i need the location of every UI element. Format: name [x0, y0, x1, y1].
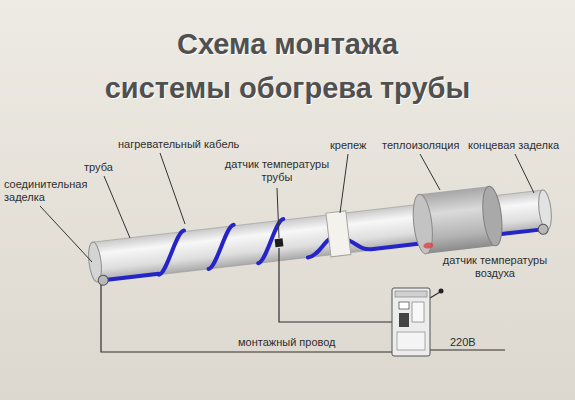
leader-line: [104, 176, 130, 238]
insulation-right-face: [480, 185, 505, 247]
heating-cable-winding: [254, 219, 289, 263]
fastener-band: [326, 211, 351, 257]
wire-label: монтажный провод: [238, 336, 336, 349]
mounting-wire: [101, 285, 392, 352]
leader-line: [40, 206, 92, 262]
thermostat-display: [399, 302, 409, 309]
title: Схема монтажа системы обогрева трубы: [0, 22, 575, 110]
pipe-sensor: [275, 238, 284, 247]
air-sensor-wire: [430, 292, 440, 298]
sensor-wire: [279, 248, 392, 322]
thermostat-switch: [399, 313, 409, 327]
thermostat-panel: [412, 302, 424, 322]
part-label: труба: [84, 161, 113, 174]
part-label: крепеж: [330, 139, 366, 152]
end-seal: [538, 224, 549, 235]
heating-cable-run: [103, 274, 159, 280]
leader-line: [277, 188, 279, 238]
pipe-group: [86, 179, 555, 292]
part-label: нагревательный кабель: [118, 138, 239, 151]
leader-line: [515, 154, 534, 193]
heating-cable-winding: [204, 225, 239, 269]
part-label: концевая заделка: [468, 139, 559, 152]
power-wire: [430, 349, 505, 350]
leader-lines: [40, 153, 534, 262]
thermostat-body: [392, 288, 430, 356]
connection-seal: [98, 275, 109, 286]
leader-line: [420, 154, 440, 190]
part-label: датчик температуры воздуха: [436, 254, 554, 280]
thermostat-top: [395, 291, 427, 297]
heating-cable-winding: [306, 239, 332, 258]
leader-line: [160, 153, 185, 224]
air-sensor: [439, 289, 444, 294]
part-label: соединительная заделка: [4, 178, 94, 204]
heat-glow: [423, 242, 434, 249]
thermostat: [392, 288, 430, 356]
heating-cable-winding: [154, 231, 189, 275]
insulation-left-face: [410, 193, 435, 255]
supply-label: 220В: [450, 336, 476, 349]
thermostat-terminals: [397, 332, 425, 350]
part-label: датчик температуры трубы: [218, 158, 336, 184]
leader-line: [340, 154, 348, 213]
part-label: теплоизоляция: [382, 139, 459, 152]
